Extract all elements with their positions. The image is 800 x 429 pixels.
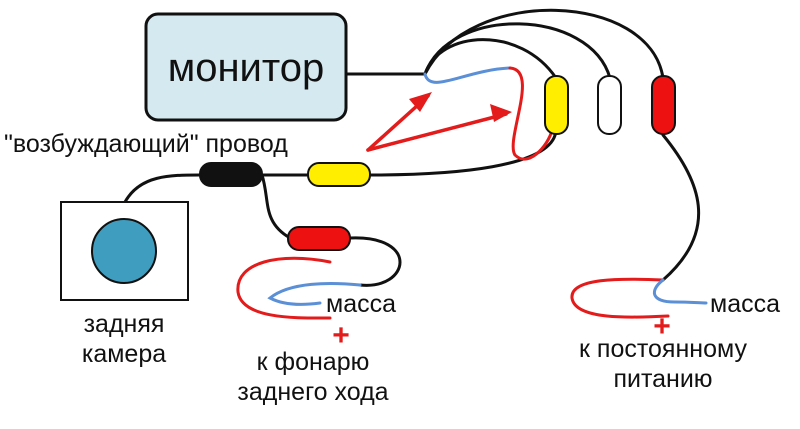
yellow-connector-vertical — [544, 75, 569, 135]
red-connector-vertical — [651, 75, 676, 135]
trigger-wire-label: "возбуждающий" провод — [4, 130, 288, 158]
arrow-to-red-pigtail — [366, 112, 508, 152]
wire-red-connector-loop — [348, 236, 402, 287]
plus-sign-right: + — [653, 310, 671, 343]
black-connector — [199, 162, 263, 187]
camera-lens — [91, 218, 157, 284]
monitor-pigtails — [423, 66, 554, 161]
blue-ground-pigtail-left — [267, 281, 362, 306]
monitor-label: монитор — [168, 46, 325, 90]
arrow-head-1 — [409, 92, 432, 112]
red-positive-pigtail-right — [570, 277, 670, 319]
ground-label-right: масса — [710, 290, 780, 318]
wire-black-to-red-connector — [260, 173, 292, 240]
wire-harness-outer-arc — [423, 8, 665, 80]
red-connector-horizontal — [287, 226, 351, 251]
constant-power-label-line2: питанию — [613, 365, 712, 393]
red-positive-pigtail-left — [236, 256, 332, 320]
rear-camera-label-line2: камера — [82, 340, 166, 368]
trigger-arrows — [366, 92, 512, 152]
constant-power-pigtails — [570, 277, 708, 319]
white-connector-vertical — [597, 75, 622, 135]
wire-yellow-to-main — [368, 128, 558, 177]
monitor-box — [144, 12, 348, 122]
reverse-light-label-line1: к фонарю — [257, 348, 370, 376]
blue-ground-pigtail-top — [423, 66, 512, 84]
arrow-head-2 — [490, 104, 512, 122]
constant-power-label-line1: к постоянному — [579, 335, 747, 363]
blue-ground-pigtail-right — [652, 278, 708, 305]
ground-label-left: масса — [326, 290, 396, 318]
red-positive-pigtail-top — [508, 66, 554, 161]
yellow-connector-horizontal — [307, 162, 371, 187]
reverse-light-pigtails — [236, 256, 362, 320]
wire-black-to-camera — [123, 173, 202, 204]
rear-camera-label-line1: задняя — [84, 310, 165, 338]
plus-sign-left: + — [332, 319, 350, 352]
wires — [123, 8, 701, 287]
wire-red-to-power — [661, 133, 701, 282]
reverse-light-label-line2: заднего хода — [237, 378, 388, 406]
